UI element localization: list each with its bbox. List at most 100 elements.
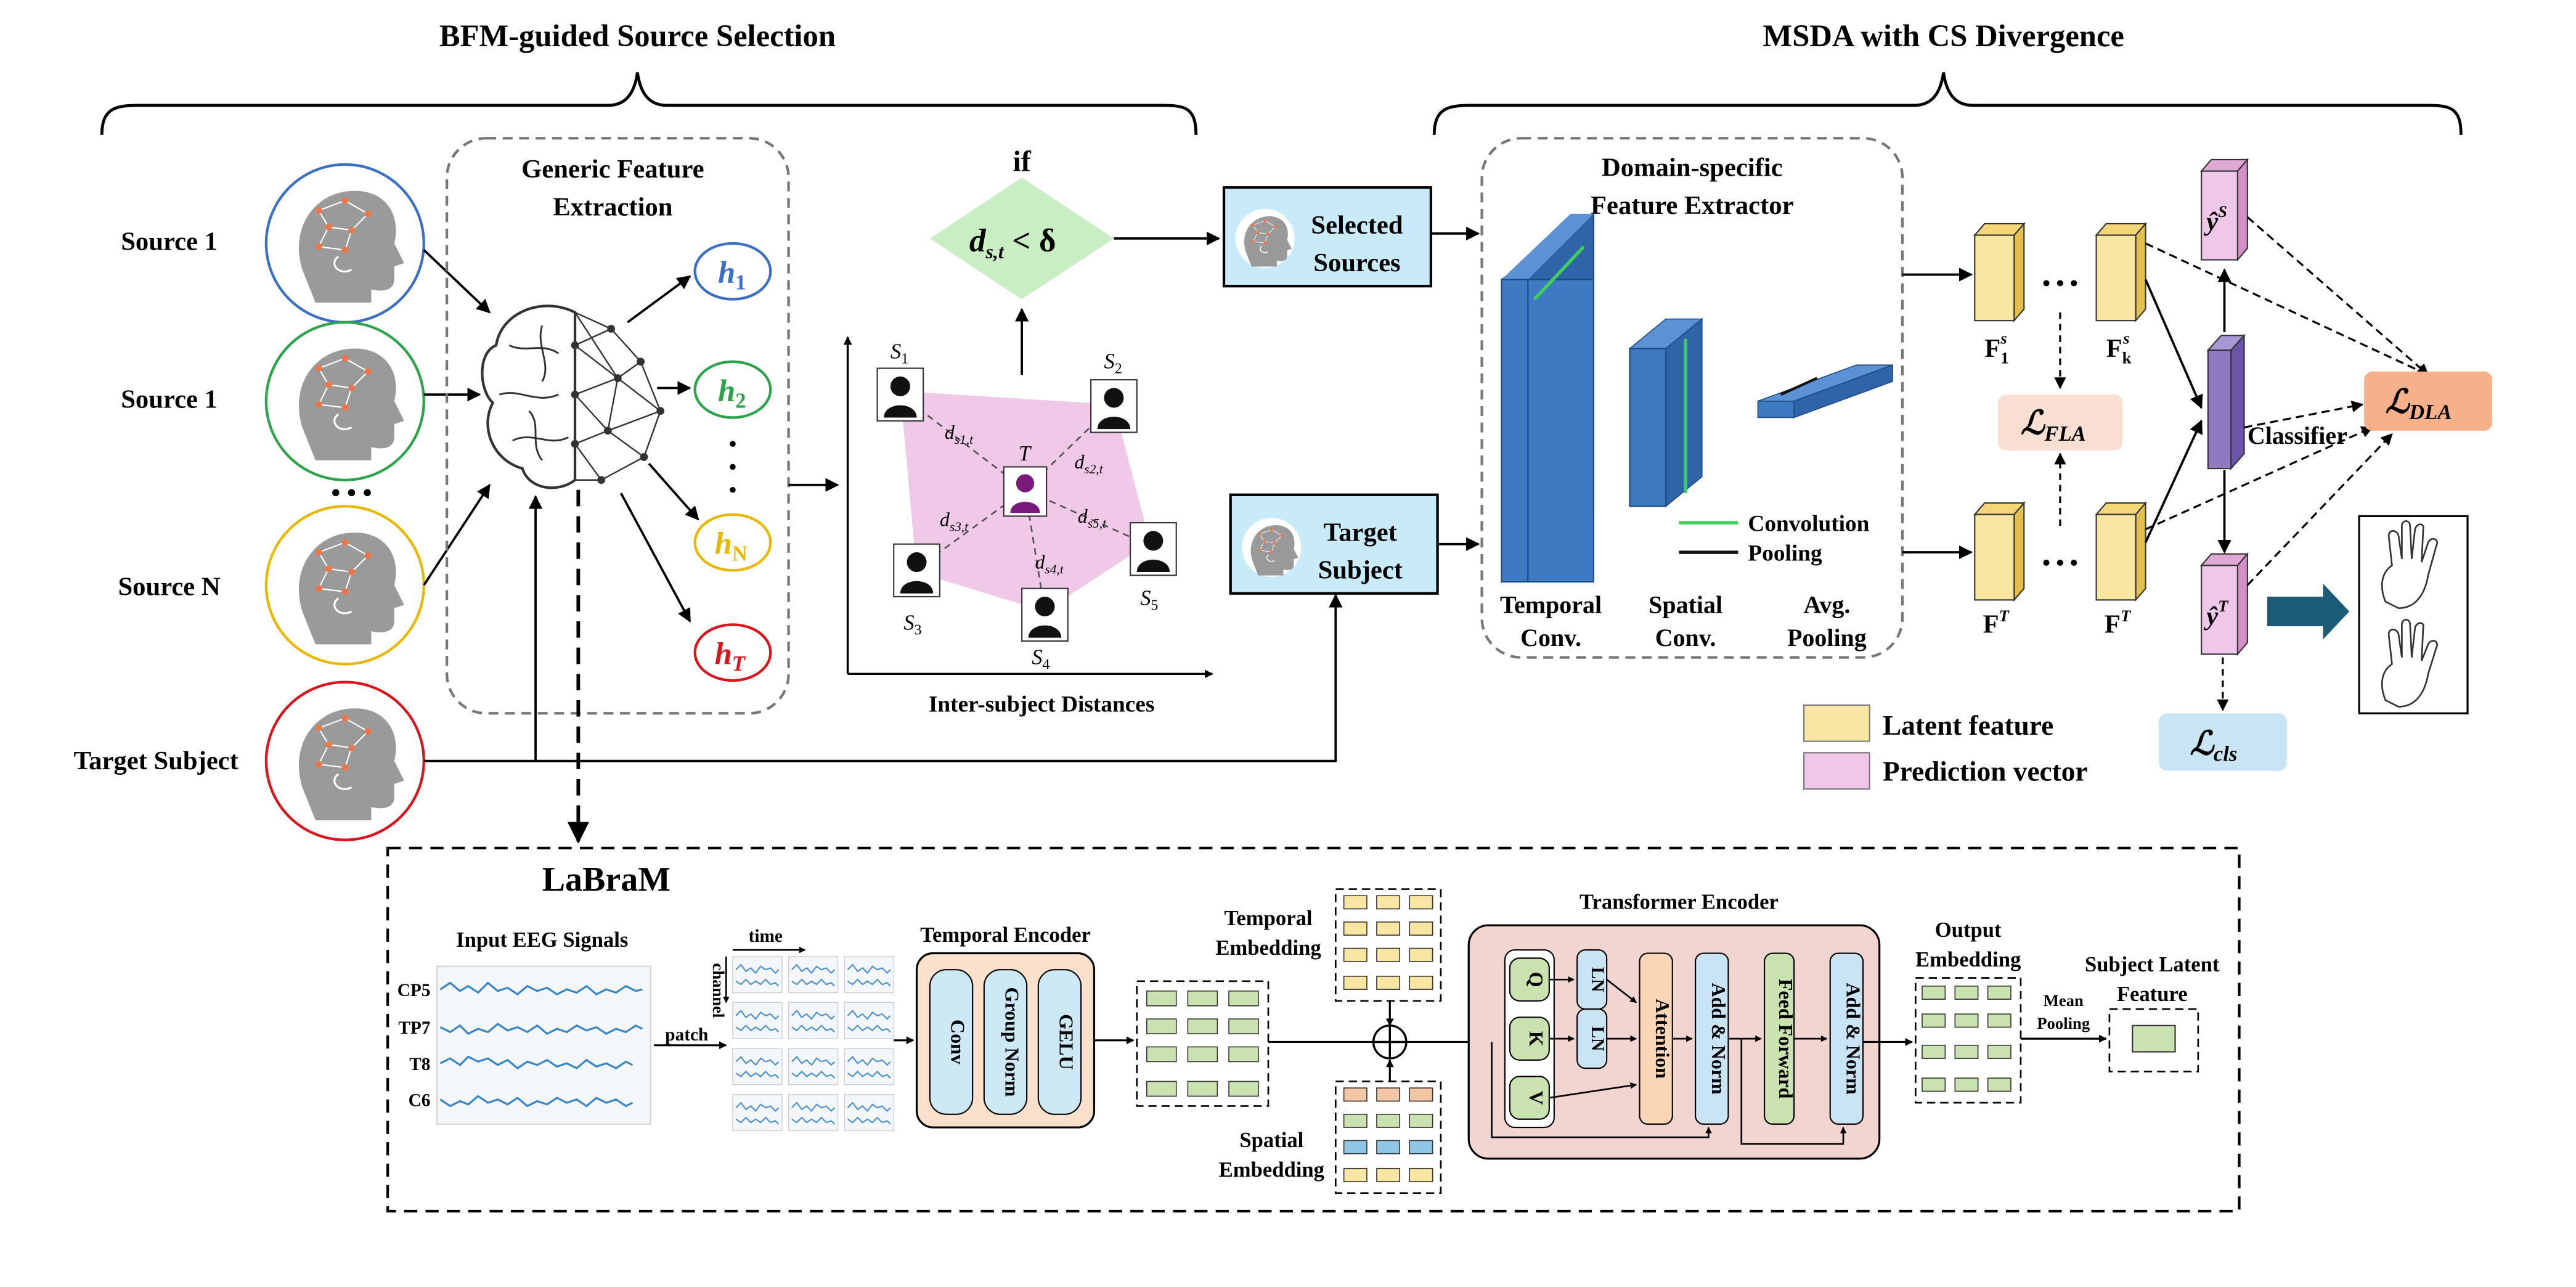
hand-outline-icon (2381, 520, 2438, 708)
spatial-conv-label-2: Conv. (1655, 624, 1716, 652)
output-embedding-box (1915, 977, 2022, 1104)
target-box-2: Subject (1318, 556, 1403, 585)
transformer-title: Transformer Encoder (1579, 891, 1779, 914)
arrow-sourceN-brain (423, 483, 491, 586)
subject-latent-box (2108, 1008, 2199, 1072)
output-embedding-tokens (1922, 986, 2011, 1092)
person-icon-s5 (1129, 521, 1178, 576)
temporal-conv-block (1501, 212, 1594, 584)
classifier-label: Classifier (2248, 422, 2347, 449)
loss-cls-box (2158, 713, 2287, 771)
arrow-source1-brain (423, 249, 491, 314)
legend-latent-swatch (1803, 704, 1870, 742)
ln-label-1: LN (1588, 967, 1607, 992)
head-eeg-icon (278, 331, 412, 465)
te-gelu-block (1037, 969, 1082, 1115)
channel-label: channel (709, 963, 728, 1018)
temporal-embedding-tokens (1343, 895, 1433, 990)
source-2-label: Source 1 (121, 385, 218, 414)
person-icon-s2 (1090, 378, 1138, 433)
attention-label: Attention (1652, 999, 1673, 1079)
addnorm-block-2 (1829, 952, 1864, 1125)
person-icon-target (1003, 466, 1048, 517)
s3-label: S3 (903, 611, 921, 638)
arrow-hN (648, 462, 699, 521)
svg-text:C6: C6 (409, 1090, 431, 1110)
target-line (423, 594, 1343, 762)
source-1-label: Source 1 (121, 227, 218, 256)
pooling-legend-label: Pooling (1748, 541, 1822, 566)
h1-label: h1 (718, 255, 746, 295)
header-right: MSDA with CS Divergence (1763, 18, 2124, 53)
encoder-tokens (1146, 991, 1259, 1097)
target-box-1: Target (1324, 518, 1398, 547)
q-label: Q (1525, 972, 1547, 987)
spatial-embedding-tokens (1343, 1087, 1433, 1182)
d4-label: ds4,t (1035, 552, 1064, 577)
arrow-fks-classifier (2144, 279, 2203, 409)
h2-label: h2 (718, 374, 746, 413)
head-eeg-icon (278, 173, 412, 307)
generic-feature-box (445, 137, 790, 715)
hN-label: hN (715, 526, 748, 566)
output-arrow (2267, 583, 2350, 640)
feature-dots-top: • • • (2042, 271, 2078, 296)
pred-ys-block (2199, 158, 2249, 262)
source-dots: • • • (331, 478, 372, 507)
legend-prediction-label: Prediction vector (1883, 756, 2087, 787)
svg-text:T8: T8 (409, 1055, 430, 1074)
f1s-label: F1s (1984, 329, 2008, 367)
te-gelu-label: GELU (1055, 1014, 1077, 1070)
feature-ft2 (2095, 501, 2147, 602)
s1-label: S1 (891, 340, 908, 367)
convolution-legend-label: Convolution (1748, 511, 1869, 536)
hT-ellipse (693, 623, 772, 682)
sum-node (1372, 1024, 1408, 1060)
feature-ft1 (1973, 501, 2026, 602)
generic-feature-title-2: Extraction (553, 193, 673, 222)
h2-ellipse (693, 360, 772, 419)
domain-title-2: Feature Extractor (1591, 191, 1794, 220)
loss-dla-label: ℒDLA (2386, 383, 2452, 424)
loss-fla-label: ℒFLA (2021, 404, 2086, 446)
head-eeg-icon (1241, 517, 1302, 578)
te-groupnorm-label: Group Norm (1001, 987, 1022, 1097)
v-label: V (1525, 1091, 1547, 1105)
legend-prediction-swatch (1803, 752, 1870, 790)
te-conv-block (929, 969, 974, 1115)
spatial-embedding-box (1334, 1081, 1442, 1195)
brace-left (100, 72, 1198, 135)
time-label: time (749, 926, 783, 946)
temporal-conv-label-1: Temporal (1500, 591, 1602, 619)
patch-label: patch (665, 1025, 708, 1045)
svg-text:TP7: TP7 (398, 1018, 430, 1038)
h-dots (730, 441, 736, 493)
head-eeg-icon (1234, 208, 1295, 269)
pred-ys-label: ŷS (2203, 202, 2227, 236)
spatial-embedding-label-1: Spatial (1239, 1129, 1303, 1152)
header-left: BFM-guided Source Selection (439, 18, 836, 53)
loss-fla-box (1997, 394, 2123, 451)
te-groupnorm-block (983, 969, 1028, 1115)
output-embedding-label-1: Output (1935, 918, 2002, 942)
eeg-patch-grid (732, 955, 895, 1132)
target-subject-label: Target Subject (74, 746, 239, 775)
temporal-embedding-box (1334, 888, 1442, 1002)
temporal-encoder-title: Temporal Encoder (920, 923, 1091, 947)
eeg-channel-labels: CP5 TP7 T8 C6 (397, 981, 431, 1111)
person-icon-s3 (892, 543, 941, 598)
generic-feature-title-1: Generic Feature (521, 155, 704, 184)
subject-latent-label-1: Subject Latent (2085, 953, 2220, 976)
ff-label: Feed Forward (1775, 979, 1796, 1099)
labram-title: LaBraM (542, 860, 670, 899)
pred-yt-block (2199, 552, 2249, 656)
s2-label: S2 (1104, 349, 1122, 377)
arrow-ft2-classifier (2144, 419, 2203, 543)
source-n-label: Source N (118, 572, 220, 601)
mean-pooling-label-1: Mean (2044, 991, 2084, 1010)
head-eeg-icon (278, 515, 412, 649)
svg-text:CP5: CP5 (397, 981, 431, 1000)
input-eeg-title: Input EEG Signals (456, 928, 628, 952)
k-label: K (1525, 1031, 1547, 1047)
